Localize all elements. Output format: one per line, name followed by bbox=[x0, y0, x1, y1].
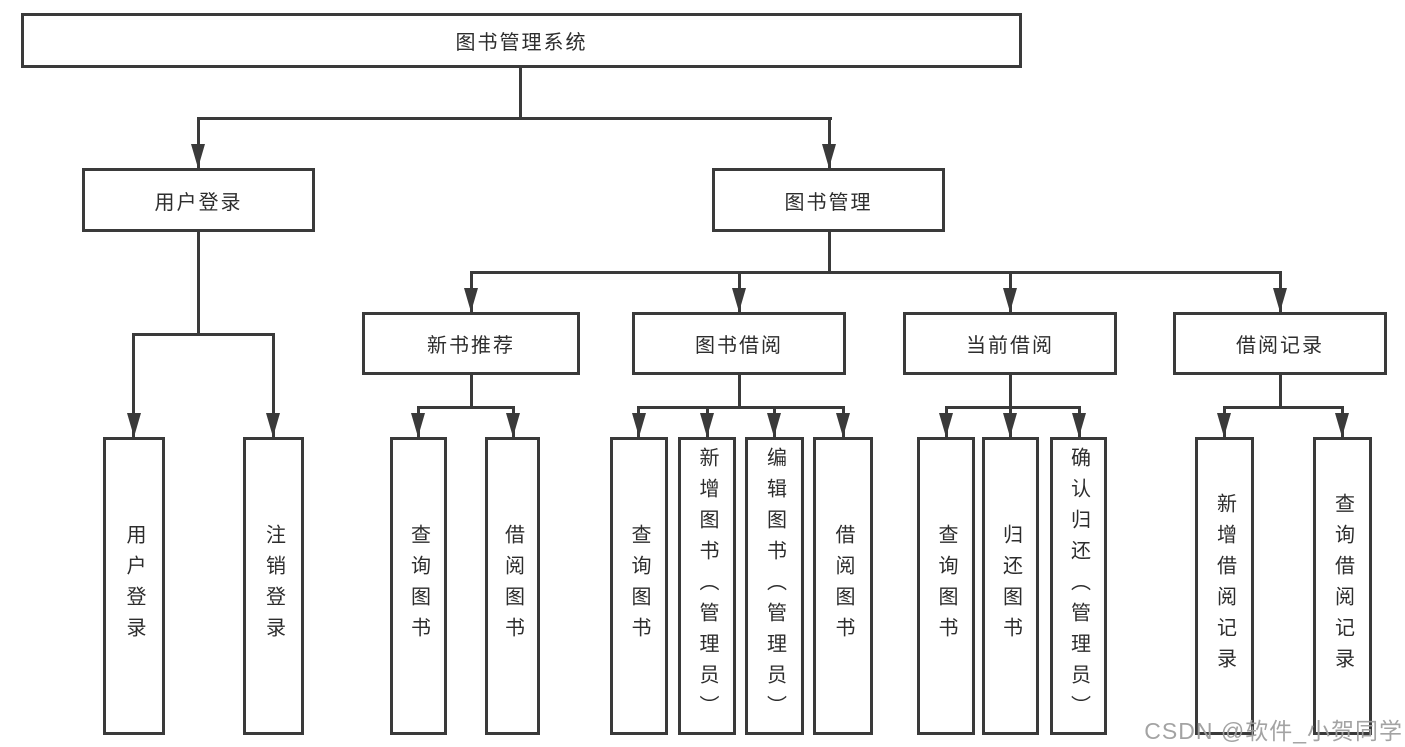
watermark-text: CSDN @软件_小贺同学 bbox=[1144, 718, 1403, 744]
arrow-down-icon bbox=[767, 413, 781, 437]
node-user-login: 用户登录 bbox=[82, 168, 315, 232]
leaf-logout: 注销登录 bbox=[243, 437, 304, 735]
leaf-confirm-return-admin: 确认归还（管理员） bbox=[1050, 437, 1107, 735]
node-label: 借阅图书 bbox=[501, 524, 524, 648]
connector-line bbox=[738, 375, 741, 408]
arrow-down-icon bbox=[1217, 413, 1231, 437]
node-label: 借阅记录 bbox=[1236, 335, 1324, 357]
connector-line bbox=[470, 271, 1282, 274]
leaf-borrow-books-borrowing: 借阅图书 bbox=[813, 437, 873, 735]
node-label: 注销登录 bbox=[262, 524, 285, 648]
node-label: 查询借阅记录 bbox=[1331, 493, 1354, 679]
leaf-edit-book-admin: 编辑图书（管理员） bbox=[745, 437, 804, 735]
connector-line bbox=[828, 232, 831, 273]
leaf-query-books-borrowing: 查询图书 bbox=[610, 437, 668, 735]
arrow-down-icon bbox=[1273, 288, 1287, 312]
connector-line bbox=[945, 406, 1081, 409]
arrow-down-icon bbox=[464, 288, 478, 312]
node-label: 编辑图书（管理员） bbox=[763, 446, 786, 726]
arrow-down-icon bbox=[700, 413, 714, 437]
node-borrowing-records: 借阅记录 bbox=[1173, 312, 1387, 375]
node-label: 借阅图书 bbox=[832, 524, 854, 648]
node-label: 图书管理 bbox=[784, 191, 873, 214]
connector-line bbox=[1223, 406, 1344, 409]
leaf-borrow-books-recommendation: 借阅图书 bbox=[485, 437, 540, 735]
node-label: 图书借阅 bbox=[695, 335, 783, 357]
node-label: 归还图书 bbox=[999, 524, 1022, 648]
node-label: 新增图书（管理员） bbox=[696, 446, 718, 726]
connector-line bbox=[828, 117, 831, 168]
leaf-add-borrow-record: 新增借阅记录 bbox=[1195, 437, 1254, 735]
leaf-query-books-current: 查询图书 bbox=[917, 437, 975, 735]
connector-line bbox=[1009, 375, 1012, 408]
connector-line bbox=[417, 406, 515, 409]
connector-line bbox=[132, 333, 135, 437]
node-current-borrowing: 当前借阅 bbox=[903, 312, 1117, 375]
connector-line bbox=[519, 68, 522, 118]
arrow-down-icon bbox=[127, 413, 141, 437]
arrow-down-icon bbox=[1335, 413, 1349, 437]
leaf-user-login: 用户登录 bbox=[103, 437, 165, 735]
arrow-down-icon bbox=[1003, 288, 1017, 312]
node-label: 确认归还（管理员） bbox=[1067, 446, 1090, 726]
node-book-borrowing: 图书借阅 bbox=[632, 312, 846, 375]
node-label: 新增借阅记录 bbox=[1213, 493, 1236, 679]
arrow-down-icon bbox=[506, 413, 520, 437]
connector-line bbox=[197, 117, 200, 168]
node-new-book-recommendation: 新书推荐 bbox=[362, 312, 580, 375]
leaf-add-book-admin: 新增图书（管理员） bbox=[678, 437, 736, 735]
connector-line bbox=[470, 375, 473, 408]
node-label: 查询图书 bbox=[935, 524, 957, 648]
leaf-query-books-recommendation: 查询图书 bbox=[390, 437, 447, 735]
leaf-return-books: 归还图书 bbox=[982, 437, 1039, 735]
arrow-down-icon bbox=[191, 144, 205, 168]
node-book-management: 图书管理 bbox=[712, 168, 945, 232]
node-label: 用户登录 bbox=[154, 191, 243, 214]
node-label: 当前借阅 bbox=[966, 335, 1054, 357]
connector-line bbox=[197, 232, 200, 335]
node-label: 图书管理系统 bbox=[455, 32, 588, 54]
node-label: 查询图书 bbox=[407, 524, 430, 648]
connector-line bbox=[272, 333, 275, 437]
node-label: 用户登录 bbox=[123, 524, 145, 648]
connector-line bbox=[1279, 375, 1282, 408]
arrow-down-icon bbox=[732, 288, 746, 312]
arrow-down-icon bbox=[632, 413, 646, 437]
connector-line bbox=[132, 333, 275, 336]
connector-line bbox=[197, 117, 832, 120]
leaf-query-borrow-record: 查询借阅记录 bbox=[1313, 437, 1372, 735]
node-label: 新书推荐 bbox=[427, 335, 515, 357]
arrow-down-icon bbox=[822, 144, 836, 168]
arrow-down-icon bbox=[939, 413, 953, 437]
arrow-down-icon bbox=[1072, 413, 1086, 437]
arrow-down-icon bbox=[1003, 413, 1017, 437]
arrow-down-icon bbox=[266, 413, 280, 437]
arrow-down-icon bbox=[411, 413, 425, 437]
node-library-management-system: 图书管理系统 bbox=[21, 13, 1022, 68]
node-label: 查询图书 bbox=[628, 524, 650, 648]
connector-line bbox=[637, 406, 845, 409]
arrow-down-icon bbox=[836, 413, 850, 437]
